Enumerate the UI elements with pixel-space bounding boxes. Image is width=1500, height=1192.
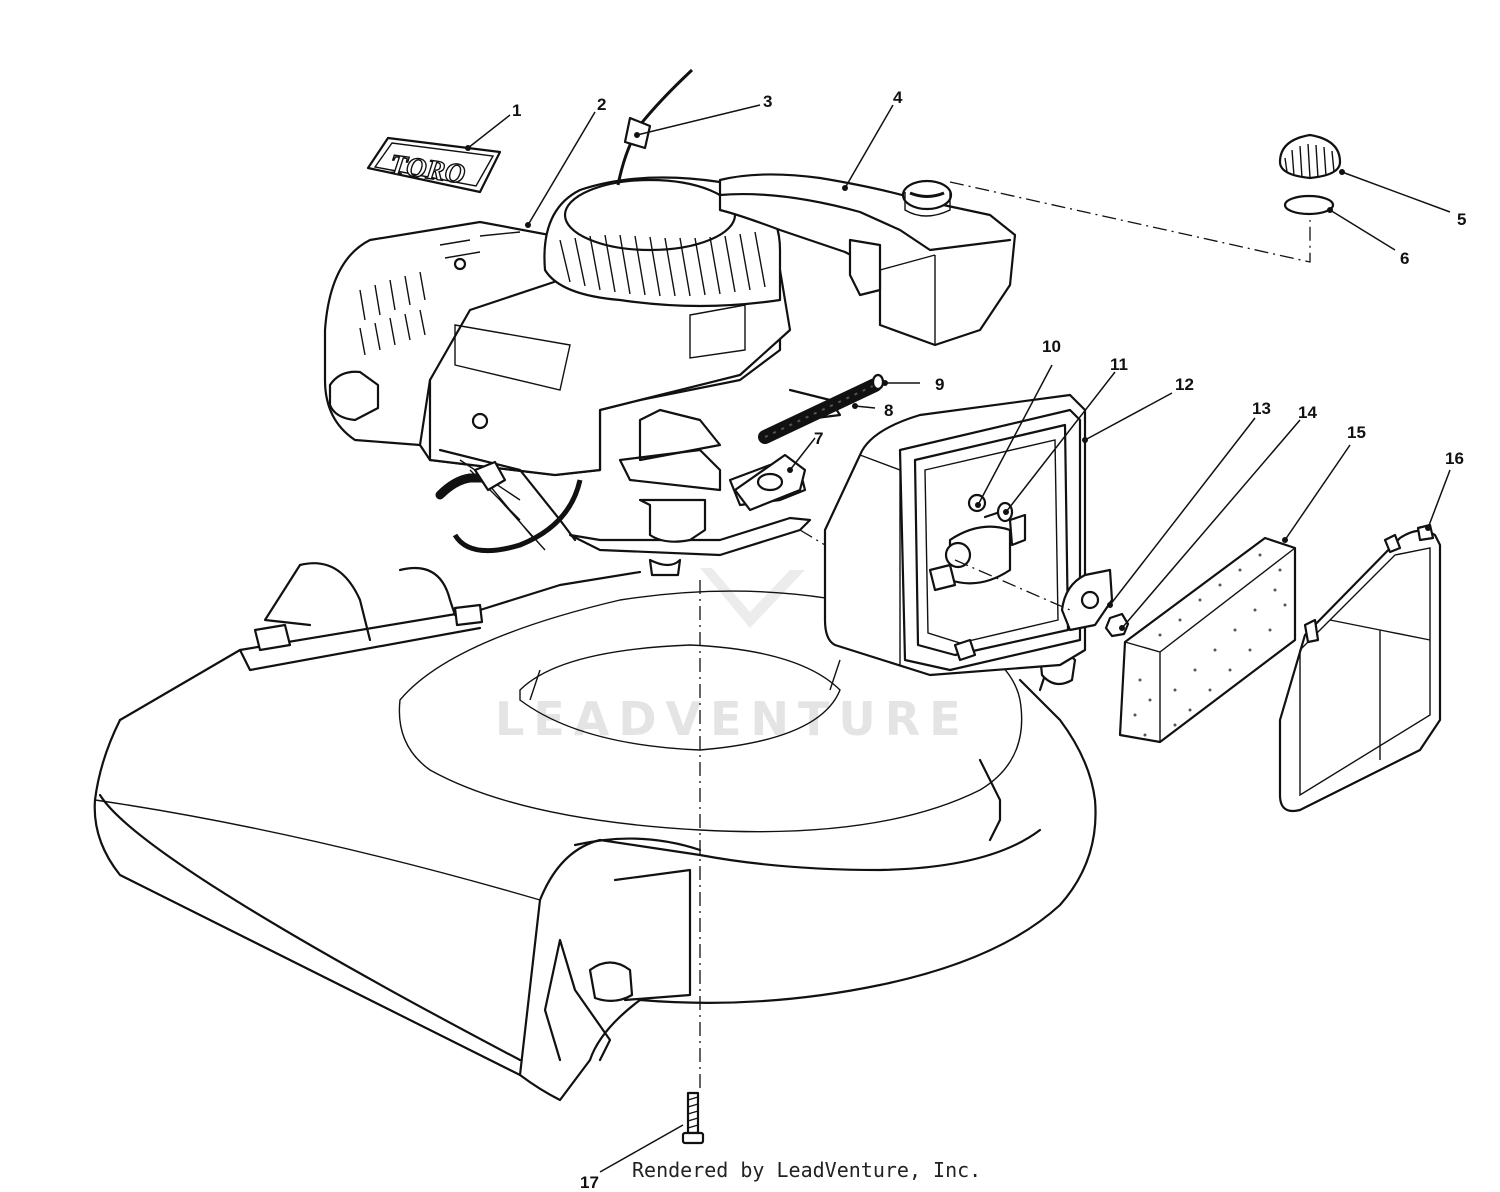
engine xyxy=(323,176,842,577)
leader-lines xyxy=(465,104,1451,1173)
hose-clamp xyxy=(871,373,885,391)
air-cleaner-body xyxy=(823,393,1087,677)
air-cleaner-bracket xyxy=(1060,568,1114,632)
callout-8: 8 xyxy=(884,401,893,420)
callout-17: 17 xyxy=(580,1173,599,1192)
callout-2: 2 xyxy=(597,95,606,114)
toro-decal: TORO xyxy=(366,136,502,194)
spark-plug-wire xyxy=(435,460,583,554)
callout-11: 11 xyxy=(1110,355,1128,374)
callout-6: 6 xyxy=(1400,249,1409,268)
watermark-text: LEADVENTURE xyxy=(495,692,970,746)
render-credit: Rendered by LeadVenture, Inc. xyxy=(632,1158,982,1182)
callout-9: 9 xyxy=(935,375,944,394)
callout-14: 14 xyxy=(1298,403,1317,422)
air-cleaner-cover xyxy=(1278,523,1442,813)
callout-1: 1 xyxy=(512,101,521,120)
callout-16: 16 xyxy=(1445,449,1464,468)
engine-head-fins xyxy=(359,231,521,356)
callout-10: 10 xyxy=(1042,337,1061,356)
callout-15: 15 xyxy=(1347,423,1366,442)
throttle-cable xyxy=(616,68,694,186)
callout-3: 3 xyxy=(763,92,772,111)
fuel-cap xyxy=(1278,133,1342,180)
callouts: 1 2 3 4 5 6 7 8 9 10 11 12 13 14 15 16 1… xyxy=(512,88,1466,1192)
fuel-line xyxy=(758,378,882,444)
callout-4: 4 xyxy=(893,88,903,107)
callout-13: 13 xyxy=(1252,399,1271,418)
foam-filter xyxy=(1118,536,1297,744)
watermark: LEADVENTURE xyxy=(495,568,970,746)
deck-bolt xyxy=(681,1091,705,1145)
callout-7: 7 xyxy=(814,429,823,448)
fuel-tank xyxy=(718,173,1017,347)
mower-deck xyxy=(93,562,1097,1102)
fuel-cap-gasket xyxy=(1283,194,1335,216)
callout-12: 12 xyxy=(1175,375,1194,394)
callout-5: 5 xyxy=(1457,210,1466,229)
